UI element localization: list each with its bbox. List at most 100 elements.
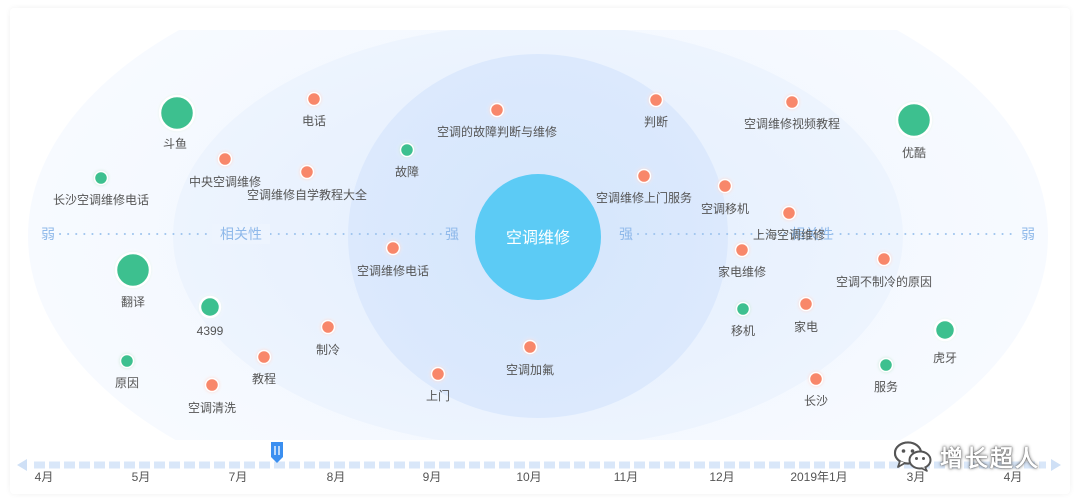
keyword-point[interactable]: 空调清洗	[188, 377, 236, 416]
keyword-point[interactable]: 中央空调维修	[189, 151, 261, 190]
keyword-points: 斗鱼长沙空调维修电话电话中央空调维修空调维修自学教程大全故障空调的故障判断与维修…	[53, 91, 957, 416]
keyword-point[interactable]: 服务	[874, 357, 898, 395]
keyword-point-label: 虎牙	[933, 351, 957, 365]
keyword-point-dot[interactable]	[217, 151, 233, 167]
keyword-point[interactable]: 空调维修电话	[357, 240, 429, 279]
keyword-point-dot[interactable]	[734, 242, 750, 258]
watermark: 增长超人	[892, 436, 1040, 476]
keyword-point[interactable]: 空调维修上门服务	[596, 168, 692, 206]
keyword-point[interactable]: 虎牙	[933, 318, 957, 365]
keyword-point-label: 斗鱼	[163, 137, 187, 151]
keyword-point[interactable]: 空调移机	[701, 178, 749, 217]
keyword-point[interactable]: 空调维修视频教程	[744, 94, 840, 132]
relevance-axis: 弱 相关性 强 强 相关性 弱	[41, 224, 1035, 244]
keyword-point-dot[interactable]	[876, 251, 892, 267]
keyword-point-dot[interactable]	[735, 301, 751, 317]
timeline-tick-label: 3月	[907, 470, 926, 484]
keyword-point[interactable]: 教程	[252, 349, 276, 387]
timeline-tick-label: 2019年1月	[790, 470, 847, 484]
keyword-point[interactable]: 上海空调维修	[753, 205, 825, 243]
keyword-point-label: 上海空调维修	[753, 227, 825, 242]
keyword-point-label: 故障	[395, 164, 419, 179]
keyword-point-label: 判断	[644, 114, 668, 129]
keyword-point-dot[interactable]	[784, 94, 800, 110]
keyword-point-label: 空调维修自学教程大全	[247, 187, 367, 202]
keyword-point-label: 4399	[197, 324, 224, 338]
timeline-tick-label: 7月	[229, 470, 248, 484]
keyword-point-dot[interactable]	[878, 357, 894, 373]
keyword-point[interactable]: 电话	[302, 91, 326, 129]
timeline-tick-label: 4月	[35, 470, 54, 484]
keyword-point-dot[interactable]	[320, 319, 336, 335]
keyword-point-dot[interactable]	[717, 178, 733, 194]
keyword-point[interactable]: 空调维修自学教程大全	[247, 164, 367, 203]
keyword-point-dot[interactable]	[399, 142, 415, 158]
keyword-point-dot[interactable]	[933, 318, 957, 342]
axis-label-weak-right: 弱	[1021, 226, 1035, 242]
keyword-point-dot[interactable]	[299, 164, 315, 180]
keyword-point[interactable]: 移机	[731, 301, 755, 339]
keyword-point[interactable]: 翻译	[114, 251, 152, 309]
timeline-left-arrow[interactable]	[17, 459, 27, 471]
timeline-tick-label: 4月	[1004, 470, 1023, 484]
wechat-icon	[893, 441, 932, 472]
keyword-point-dot[interactable]	[158, 94, 196, 132]
axis-label-weak-left: 弱	[41, 226, 55, 242]
keyword-point[interactable]: 上门	[426, 366, 450, 404]
axis-label-bg	[212, 224, 270, 244]
keyword-point-dot[interactable]	[522, 339, 538, 355]
keyword-point-label: 空调清洗	[188, 401, 236, 415]
keyword-point-dot[interactable]	[808, 371, 824, 387]
axis-label-relevance-right: 相关性	[791, 226, 833, 242]
keyword-point[interactable]: 4399	[197, 295, 224, 338]
timeline-tick-label: 12月	[709, 470, 734, 484]
keyword-point-dot[interactable]	[798, 296, 814, 312]
keyword-point-dot[interactable]	[385, 240, 401, 256]
keyword-point[interactable]: 判断	[644, 92, 668, 130]
timeline-right-arrow[interactable]	[1051, 459, 1061, 471]
keyword-point[interactable]: 制冷	[316, 319, 340, 358]
keyword-point-label: 家电维修	[718, 264, 766, 279]
keyword-point-dot[interactable]	[430, 366, 446, 382]
keyword-point[interactable]: 长沙	[804, 371, 828, 409]
keyword-point-dot[interactable]	[114, 251, 152, 289]
center-keyword[interactable]: 空调维修	[475, 174, 601, 300]
timeline-tick-label: 11月	[614, 470, 638, 484]
keyword-point[interactable]: 空调的故障判断与维修	[437, 102, 557, 140]
keyword-point-dot[interactable]	[648, 92, 664, 108]
keyword-point-label: 空调维修视频教程	[744, 116, 840, 131]
keyword-point-dot[interactable]	[489, 102, 505, 118]
keyword-point[interactable]: 家电维修	[718, 242, 766, 280]
center-bubble[interactable]	[475, 174, 601, 300]
keyword-point-label: 电话	[302, 114, 326, 128]
keyword-point-label: 空调移机	[701, 202, 749, 216]
keyword-point[interactable]: 长沙空调维修电话	[53, 170, 149, 208]
keyword-point[interactable]: 优酷	[895, 101, 933, 160]
keyword-point[interactable]: 空调加氟	[506, 339, 554, 378]
keyword-point-dot[interactable]	[119, 353, 135, 369]
keyword-point-dot[interactable]	[93, 170, 109, 186]
keyword-point-dot[interactable]	[636, 168, 652, 184]
keyword-point[interactable]: 空调不制冷的原因	[836, 251, 932, 290]
axis-label-strong-left: 强	[445, 226, 459, 242]
timeline-handle[interactable]	[271, 442, 283, 463]
keyword-point-dot[interactable]	[204, 377, 220, 393]
keyword-point-label: 空调维修上门服务	[596, 190, 692, 205]
keyword-point[interactable]: 原因	[115, 353, 139, 391]
keyword-point-label: 中央空调维修	[189, 174, 261, 189]
keyword-point-label: 长沙	[804, 394, 828, 408]
keyword-point-label: 服务	[874, 379, 898, 394]
keyword-point[interactable]: 故障	[395, 142, 419, 180]
keyword-point-label: 翻译	[121, 295, 145, 309]
keyword-point-dot[interactable]	[781, 205, 797, 221]
keyword-point[interactable]: 斗鱼	[158, 94, 196, 151]
keyword-point-label: 空调不制冷的原因	[836, 274, 932, 289]
keyword-point[interactable]: 家电	[794, 296, 818, 335]
keyword-point-dot[interactable]	[306, 91, 322, 107]
center-keyword-label: 空调维修	[506, 229, 570, 247]
keyword-point-dot[interactable]	[198, 295, 222, 319]
keyword-point-dot[interactable]	[256, 349, 272, 365]
keyword-point-dot[interactable]	[895, 101, 933, 139]
